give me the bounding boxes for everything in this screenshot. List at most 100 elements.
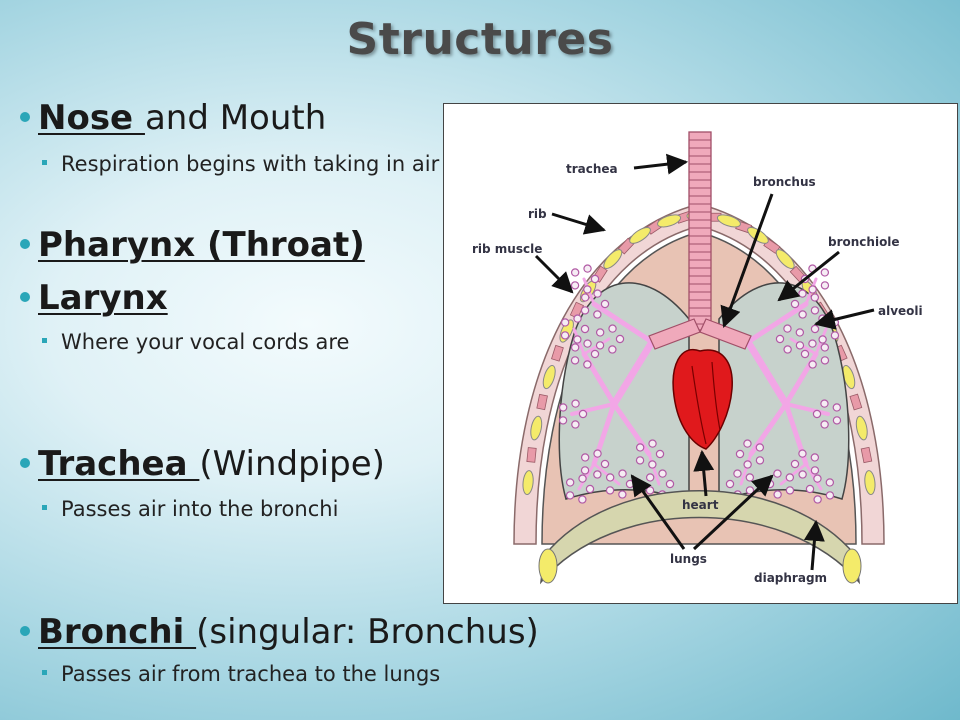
trachea-tube xyxy=(688,131,712,331)
alveolus xyxy=(580,466,590,475)
alveolus xyxy=(615,334,625,344)
sub-bullet-bronchi: Passes air from trachea to the lungs xyxy=(42,662,440,686)
alveolus xyxy=(565,491,575,500)
alveolus xyxy=(578,495,587,504)
alveolus xyxy=(795,341,805,350)
heart xyxy=(672,348,733,450)
alveolus xyxy=(595,341,605,350)
alveolus xyxy=(800,349,810,359)
bullet-dot-icon xyxy=(20,625,30,636)
alveolus xyxy=(805,484,815,494)
rib xyxy=(542,364,556,390)
arrow-heart xyxy=(693,449,715,497)
rib xyxy=(864,470,876,495)
alveolus xyxy=(573,314,582,323)
alveolus xyxy=(578,409,588,419)
alveolus xyxy=(590,274,600,284)
alveolus xyxy=(825,478,835,487)
sub-bullet-text: Passes air from trachea to the lungs xyxy=(61,662,441,686)
arrow-bronchus xyxy=(720,193,774,328)
alveolus xyxy=(558,416,568,425)
alveolus xyxy=(593,449,602,458)
alveolus xyxy=(812,409,822,419)
alveolus xyxy=(583,339,592,348)
alveolus xyxy=(798,289,807,298)
trachea-rings xyxy=(689,139,711,325)
alveolus xyxy=(783,324,792,333)
alveolus xyxy=(593,289,602,298)
alveolus xyxy=(608,324,617,333)
rib-muscle xyxy=(551,344,564,362)
alveolus xyxy=(798,310,807,319)
bullet-nose-mouth: Nose and Mouth xyxy=(20,98,326,138)
sub-bullet-text: Respiration begins with taking in air xyxy=(61,152,440,176)
alveolus xyxy=(810,324,820,334)
alveolus xyxy=(580,293,590,302)
alveolus xyxy=(600,459,610,469)
bronchiole xyxy=(779,462,808,486)
alveolus xyxy=(605,473,615,482)
alveolus xyxy=(818,335,827,344)
bronchiole xyxy=(592,462,621,486)
label-lungs: lungs xyxy=(670,552,707,566)
alveolus xyxy=(813,474,822,483)
right-bronchus xyxy=(699,318,752,350)
alveolus xyxy=(810,306,820,315)
sub-bullet-nose: Respiration begins with taking in air xyxy=(42,152,439,176)
bullet-dot-icon xyxy=(20,238,30,249)
bullet-dot-icon xyxy=(20,457,30,468)
label-trachea: trachea xyxy=(566,162,618,176)
bullet-pharynx: Pharynx (Throat) xyxy=(20,225,365,265)
rib xyxy=(657,214,682,228)
left-bronchus xyxy=(648,318,701,350)
alveolus xyxy=(625,479,635,489)
alveolus xyxy=(798,449,807,458)
alveolus xyxy=(560,331,570,340)
bronchiole xyxy=(570,402,616,416)
arrow-lungs-left xyxy=(630,474,686,550)
alveolus xyxy=(583,360,592,369)
sub-bullet-larynx: Where your vocal cords are xyxy=(42,330,349,354)
alveolus xyxy=(580,453,590,462)
alveolus xyxy=(658,469,667,478)
bronchiole xyxy=(739,452,753,486)
alveolus xyxy=(810,466,820,475)
alveolus xyxy=(808,360,817,369)
arrow-lungs-right xyxy=(692,474,774,551)
alveolus xyxy=(773,490,782,499)
sub-bullet-text: Passes air into the bronchi xyxy=(61,497,339,521)
alveolus xyxy=(590,349,600,359)
alveolus xyxy=(645,473,655,482)
rib xyxy=(530,415,543,441)
bullet-term: Bronchi xyxy=(38,612,197,652)
alveolus xyxy=(570,343,580,352)
alveolus xyxy=(832,416,842,425)
alveolus xyxy=(580,324,590,334)
arrow-alveoli xyxy=(813,308,875,330)
diaphragm xyxy=(539,490,861,585)
alveolus xyxy=(798,470,807,479)
alveolus xyxy=(593,310,602,319)
rib xyxy=(603,249,623,270)
rib-cage-band xyxy=(513,203,885,545)
rib xyxy=(716,214,741,228)
heart-detail xyxy=(691,361,721,445)
bullet-dot-icon xyxy=(20,111,30,122)
bullet-term: Larynx xyxy=(38,278,168,318)
rib-muscle xyxy=(860,446,873,464)
alveolus xyxy=(600,299,610,309)
rib xyxy=(629,226,651,244)
label-alveoli: alveoli xyxy=(878,304,923,318)
label-diaphragm: diaphragm xyxy=(754,571,827,585)
alveolus xyxy=(570,356,580,365)
alveolus xyxy=(808,285,817,294)
alveolus xyxy=(810,293,820,302)
diaphragm-edge-left xyxy=(538,548,558,584)
alveolus xyxy=(560,318,570,327)
alveolus xyxy=(743,439,752,448)
alveolus xyxy=(735,449,745,459)
alveolus xyxy=(725,479,735,489)
alveolus xyxy=(820,420,829,429)
bronchiole xyxy=(610,338,656,408)
rib-muscle xyxy=(526,447,537,463)
